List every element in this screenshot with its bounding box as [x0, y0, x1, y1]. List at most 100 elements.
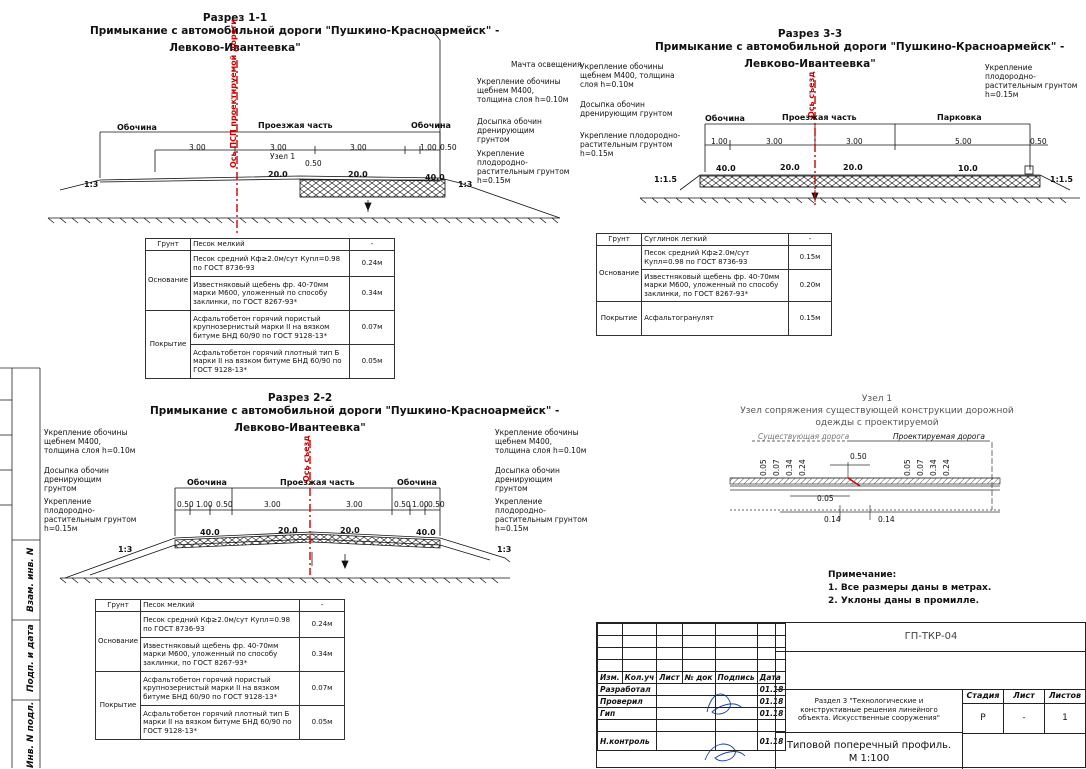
table-cell: Основание [144, 250, 192, 311]
col-ndok: № док [681, 671, 716, 684]
table-cell: 0.24м [299, 611, 345, 638]
table-cell: Грунт [595, 233, 643, 246]
dim-label: 1.00 [711, 137, 728, 146]
listov-value: 1 [1062, 713, 1068, 723]
carriageway-label: Проезжая часть [280, 478, 355, 487]
uzel1-detail [729, 440, 1001, 520]
projected-road-label: Проектируемая дорога [893, 432, 985, 441]
slope-label: 10.0 [958, 164, 978, 173]
drawing-name-line1: Типовой поперечный профиль. [786, 740, 952, 751]
col-podp: Подпись [714, 671, 758, 684]
table-cell: 0.15м [788, 301, 832, 336]
dim-label: 0.50 [394, 500, 411, 509]
dim-label: 0.05 [817, 494, 834, 503]
table-cell: Основание [595, 245, 643, 302]
listov-label: Листов [1045, 689, 1085, 704]
section-title: Разрез 1-1 [202, 12, 268, 24]
note-heading: Примечание: [828, 570, 897, 580]
role-nkontr: Н.контроль [596, 731, 658, 751]
stamp-empty-area [775, 651, 1086, 690]
annotation: Укрепление плодородно-растительным грунт… [44, 497, 137, 533]
table-cell: 0.20м [788, 269, 832, 302]
section-title: Разрез 2-2 [267, 392, 333, 404]
dim-label: 0.50 [428, 500, 445, 509]
dim-label: 0.07 [916, 459, 925, 476]
dim-label: 0.05 [903, 459, 912, 476]
slope-label: 1:1.5 [1050, 175, 1073, 184]
carriageway-label: Проезжая часть [782, 113, 857, 122]
table-cell: Песок средний Кф≥2.0м/сут Купл=0.98 по Г… [140, 611, 300, 638]
title-block: Изм. Кол.уч Лист № док Подпись Дата Разр… [596, 622, 1086, 769]
obochina-left-label: Обочина [187, 478, 227, 487]
annotation: Укрепление плодородно-растительным грунт… [580, 131, 681, 158]
dim-label: 3.00 [189, 143, 206, 152]
col-list: Лист [656, 671, 683, 684]
table-cell: Песок средний Кф≥2.0м/сут Купл=0.98 по Г… [190, 250, 350, 277]
annotation: Досыпка обочин дренирующим грунтом [44, 466, 109, 493]
table-cell: 0.05м [349, 344, 395, 379]
section-subtitle: Примыкание с автомобильной дороги "Пушки… [655, 41, 1065, 53]
table-cell: Песок средний Кф≥2.0м/сут Купл=0.98 по Г… [641, 245, 789, 270]
uzel-subtitle: Узел сопряжения существующей конструкции… [740, 406, 1014, 428]
col-izm: Изм. [597, 671, 623, 684]
doc-code: ГП-ТКР-04 [775, 623, 1086, 652]
stadia-value: Р [963, 704, 1004, 733]
dim-label: 0.34 [785, 459, 794, 476]
slope-label: 1:3 [118, 545, 133, 554]
annotation: Укрепление обочины щебнем М400, толщина … [477, 77, 569, 104]
table-cell: Песок мелкий [190, 238, 350, 251]
table-cell: Известняковый щебень фр. 40-70мм марки М… [140, 637, 300, 672]
obochina-label: Обочина [705, 114, 745, 123]
dim-label: 0.07 [772, 459, 781, 476]
slope-label: 40.0 [200, 528, 220, 537]
list-label: Лист [1004, 689, 1045, 704]
annotation: Досыпка обочин дренирующим грунтом [495, 466, 560, 493]
section-subtitle: Примыкание с автомобильной дороги "Пушки… [150, 405, 560, 417]
dim-label: 0.50 [216, 500, 233, 509]
dim-label: 1.00 [412, 500, 429, 509]
dim-label: 3.00 [264, 500, 281, 509]
table-cell: Асфальтобетон горячий плотный тип Б марк… [190, 344, 350, 379]
section-1-1-profile [47, 29, 561, 224]
dim-label: 3.00 [766, 137, 783, 146]
stadia-label: Стадия [963, 689, 1004, 704]
title-block-grid: Изм. Кол.уч Лист № док Подпись Дата Разр… [596, 623, 787, 751]
table-cell: - [299, 599, 345, 612]
col-kol: Кол.уч [621, 671, 658, 684]
table-cell: Асфальтобетон горячий пористый крупнозер… [190, 310, 350, 345]
section-title: Разрез 3-3 [777, 28, 843, 40]
slope-label: 20.0 [340, 526, 360, 535]
stage-block: Стадия Лист Листов Р - 1 [963, 689, 1085, 734]
annotation: Укрепление обочины щебнем М400, толщина … [580, 62, 675, 89]
table-cell: 0.07м [349, 310, 395, 345]
role-prov: Проверил [596, 695, 658, 708]
dim-label: 0.24 [942, 459, 951, 476]
table-cell: 0.24м [349, 250, 395, 277]
existing-road-label: Существующая дорога [758, 432, 850, 441]
table-cell: Основание [94, 611, 142, 672]
section-subtitle-2: Левково-Ивантеевка" [744, 58, 876, 70]
annotation: Досыпка обочин дренирующим грунтом [477, 117, 542, 144]
drawing-scale: М 1:100 [848, 753, 890, 764]
uzel-title: Узел 1 [861, 394, 893, 404]
role-gip: Гип [596, 707, 658, 720]
side-frame [0, 367, 41, 768]
dim-label: 0.50 [305, 159, 322, 168]
table-cell: Асфальтобетон горячий пористый крупнозер… [140, 671, 300, 706]
slope-label: 40.0 [716, 164, 736, 173]
dim-label: 0.14 [824, 515, 841, 524]
table-cell: Асфальтогранулят [641, 301, 789, 336]
section-name: Раздел 3 "Технологические и конструктивн… [775, 689, 963, 733]
table-cell: 0.34м [349, 276, 395, 311]
slope-label: 20.0 [268, 170, 288, 179]
carriageway-label: Проезжая часть [258, 121, 333, 130]
table-cell: Известняковый щебень фр. 40-70мм марки М… [190, 276, 350, 311]
slope-label: 20.0 [843, 163, 863, 172]
table-cell: 0.05м [299, 705, 345, 740]
side-label-podp: Подп. и дата [26, 624, 36, 692]
obochina-right-label: Обочина [411, 121, 451, 130]
section-3-3-title: Разрез 3-3 Примыкание с автомобильной до… [655, 28, 1064, 71]
section-subtitle: Примыкание с автомобильной дороги "Пушки… [90, 25, 500, 37]
